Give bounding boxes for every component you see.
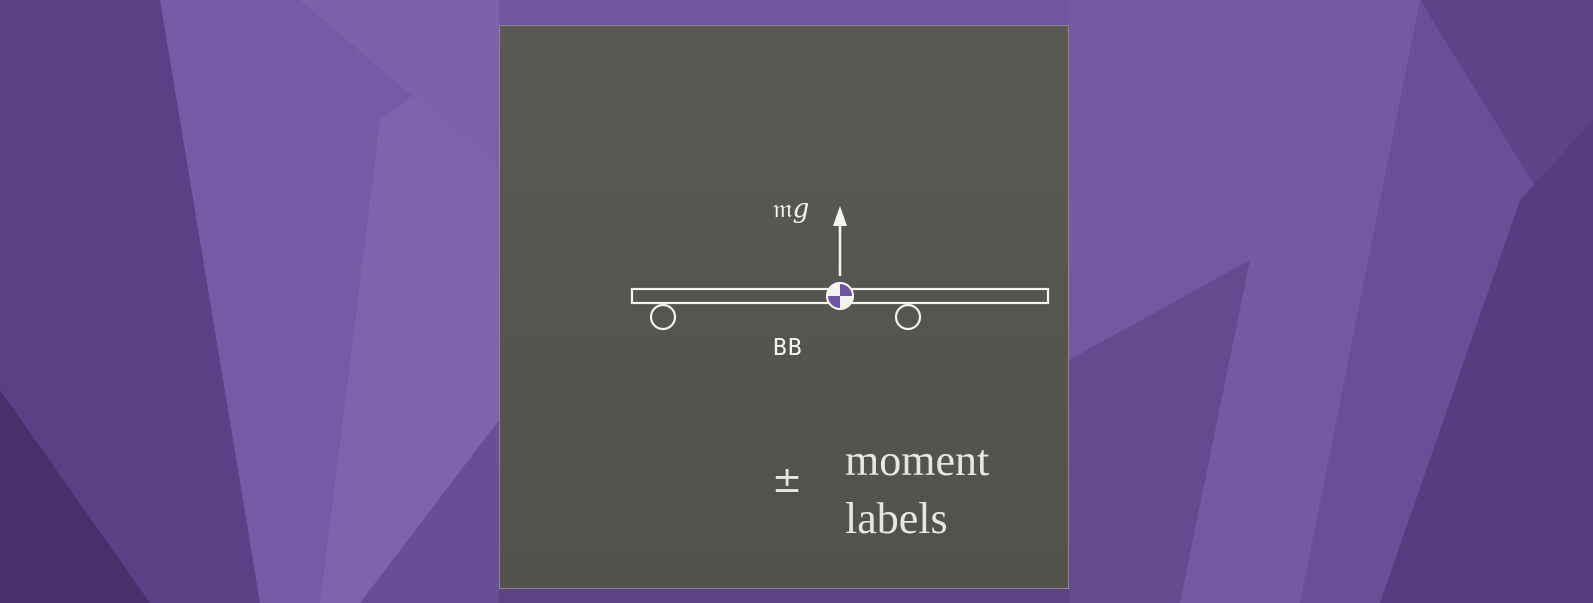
plus-minus-symbol: ±	[772, 460, 803, 501]
body-label: BB	[773, 335, 803, 361]
left-roller-support	[649, 303, 677, 331]
moment-labels-text: moment labels	[845, 432, 989, 548]
moment-labels-line2: labels	[845, 494, 948, 543]
diagram-panel: 𝔪g BB ± moment labels	[499, 25, 1069, 589]
right-roller-support	[894, 303, 922, 331]
moment-labels-line1: moment	[845, 436, 990, 485]
free-body-diagram	[630, 206, 1050, 331]
force-label-main: 𝔪	[773, 194, 793, 224]
force-arrow	[833, 206, 847, 276]
force-label-mg: 𝔪g	[773, 194, 809, 224]
force-label-sub: g	[792, 194, 810, 224]
center-of-mass-icon	[826, 282, 854, 310]
